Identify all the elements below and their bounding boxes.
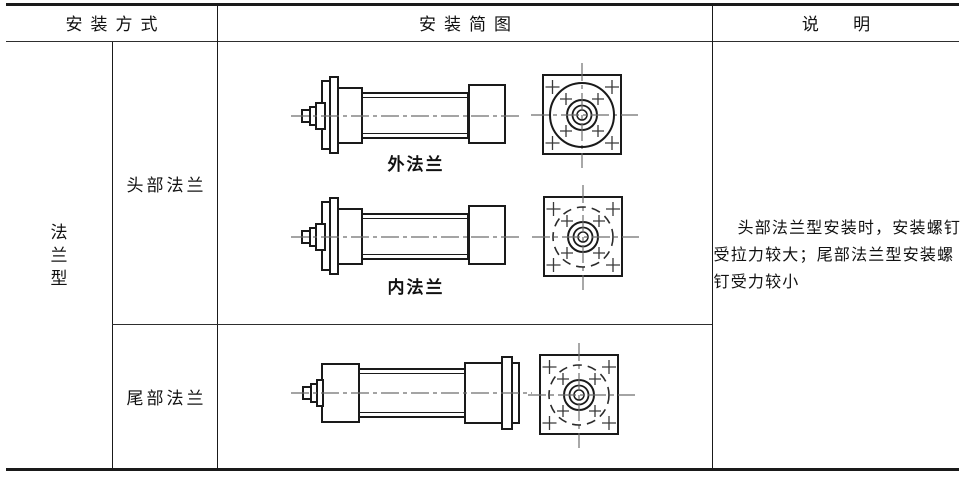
mounting-diagrams-canvas	[291, 62, 640, 449]
header-mounting-diagram: 安装简图	[218, 4, 712, 41]
description-paragraph: 头部法兰型安装时，安装螺钉 受拉力较大；尾部法兰型安装螺 钉受力较小	[713, 215, 962, 296]
group-label-char-2: 兰	[50, 245, 68, 265]
caption-inner-flange: 内法兰	[368, 273, 464, 298]
table-row-separator	[112, 324, 712, 325]
table-vline-group-labels	[112, 42, 113, 468]
header-mounting-method: 安装方式	[6, 4, 217, 41]
table-header-separator	[6, 41, 959, 42]
header-mounting-diagram-label: 安装简图	[419, 15, 519, 34]
tail-flange-hidden-circle	[548, 364, 610, 426]
header-description-label: 说 明	[801, 15, 871, 34]
table-vline-labels-diagram	[217, 5, 218, 468]
table-border-bottom	[6, 468, 959, 471]
header-description: 说 明	[712, 4, 960, 41]
table-border-top	[6, 3, 959, 6]
caption-outer-flange: 外法兰	[368, 150, 464, 175]
row-label-head-flange: 头部法兰	[112, 42, 218, 324]
table-vline-diagram-description	[712, 5, 713, 468]
description-cell: 头部法兰型安装时，安装螺钉 受拉力较大；尾部法兰型安装螺 钉受力较小	[712, 42, 960, 468]
group-label-char-3: 型	[50, 268, 68, 288]
row-label-tail-flange: 尾部法兰	[112, 324, 218, 468]
diagram-head-outer-flange	[291, 62, 639, 169]
group-label-char-1: 法	[50, 222, 68, 242]
description-line-1: 头部法兰型安装时，安装螺钉	[737, 219, 962, 237]
caption-inner-flange-text: 内法兰	[387, 278, 445, 297]
group-label-flange-type: 法 兰 型	[6, 42, 112, 468]
description-line-3: 钉受力较小	[713, 273, 800, 291]
caption-outer-flange-text: 外法兰	[387, 155, 445, 174]
row-label-tail-flange-text: 尾部法兰	[126, 388, 207, 408]
inner-flange-hidden-circle	[552, 206, 614, 268]
description-line-2: 受拉力较大；尾部法兰型安装螺	[713, 246, 955, 264]
diagram-head-inner-flange	[291, 184, 640, 291]
row-label-head-flange-text: 头部法兰	[126, 175, 207, 195]
header-mounting-method-label: 安装方式	[65, 15, 166, 34]
diagram-tail-flange	[291, 342, 636, 449]
outer-flange-circle	[549, 82, 615, 148]
